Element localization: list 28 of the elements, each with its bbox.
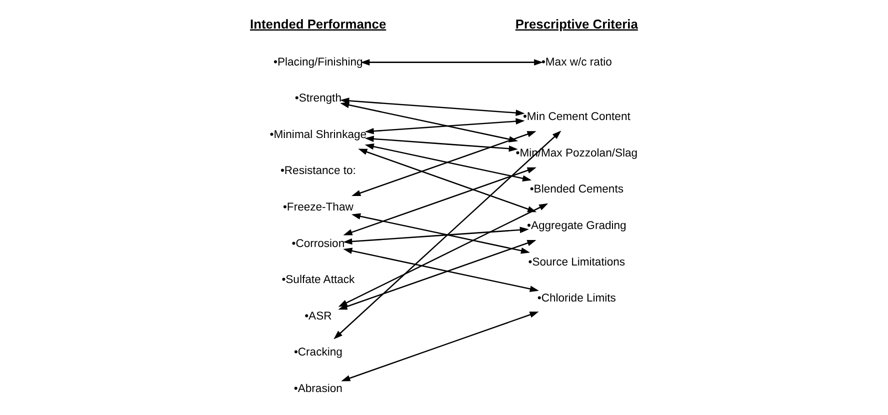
arrow (364, 118, 525, 134)
node-text: •Source Limitations (528, 256, 626, 268)
arrow (341, 312, 539, 382)
node-text: •Chloride Limits (537, 292, 616, 305)
node-text: •Min Cement Content (522, 111, 630, 124)
arrow (352, 131, 536, 196)
arrow (351, 213, 530, 254)
arrow (360, 59, 544, 66)
label: Intended Performance (250, 16, 386, 32)
node-text: •Corrosion (292, 238, 345, 250)
label: •Resistance to: (280, 165, 356, 178)
node-text: •Cracking (294, 346, 342, 359)
node-text: •Blended Cements (530, 184, 624, 196)
node-text: •Aggregate Grading (527, 220, 626, 232)
node-text: •Strength (294, 92, 342, 105)
node-text: •ASR (304, 310, 332, 322)
arrow (343, 226, 529, 245)
arrow (340, 98, 525, 116)
label: Prescriptive Criteria (515, 16, 638, 32)
arrow (364, 143, 532, 182)
node-text: •Freeze-Thaw (282, 201, 354, 214)
node-text: •Minimal Shrinkage (270, 128, 367, 141)
arrow (334, 130, 562, 340)
label: •Sulfate Attack (282, 274, 355, 286)
node-text: •Placing/Finishing (274, 56, 363, 68)
node-text: •Abrasion (294, 382, 342, 395)
arrow (343, 248, 539, 292)
node-text: •Max w/c ratio (541, 56, 612, 68)
